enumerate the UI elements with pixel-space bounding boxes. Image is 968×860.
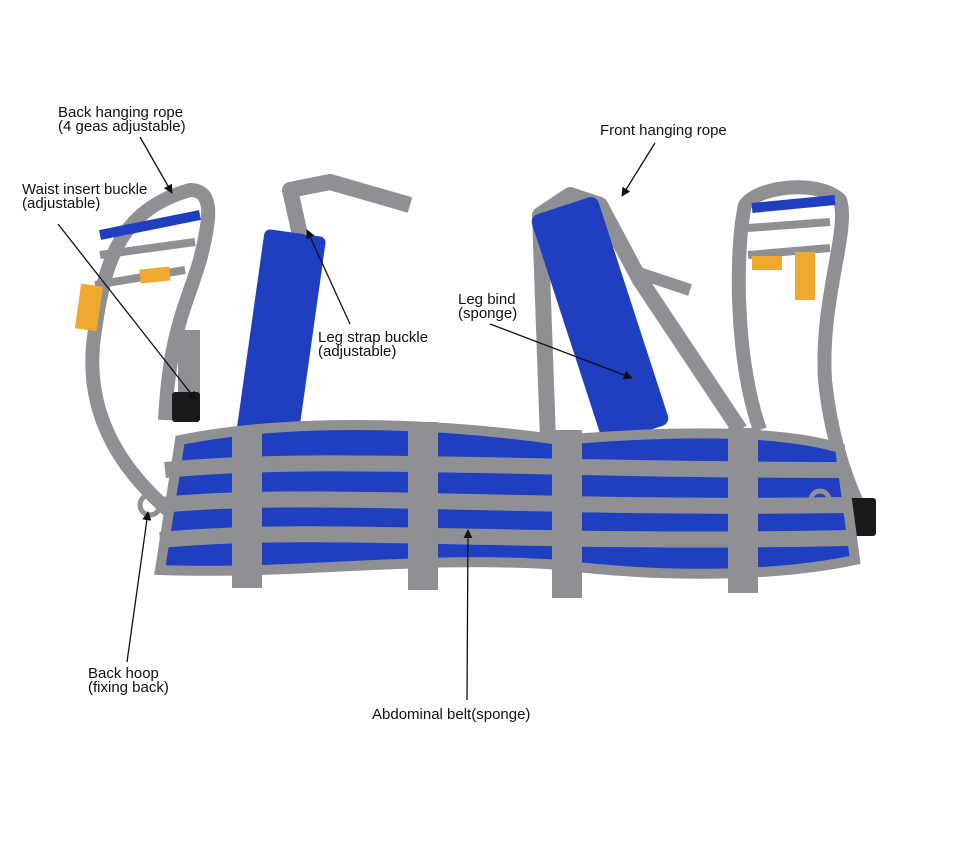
label-leg-bind: Leg bind (sponge): [458, 291, 518, 322]
label-front-hanging-rope: Front hanging rope: [600, 122, 727, 139]
label-abdominal-belt: Abdominal belt(sponge): [372, 706, 531, 723]
label-back-hanging-rope: Back hanging rope (4 geas adjustable): [58, 104, 186, 135]
leg-bind-right: [531, 187, 747, 443]
label-waist-insert-buckle: Waist insert buckle (adjustable): [22, 181, 148, 212]
leg-strap-left: [236, 174, 413, 445]
abdominal-belt: [137, 420, 861, 598]
label-back-hoop: Back hoop (fixing back): [88, 665, 169, 696]
callout-lines: [57, 136, 656, 701]
label-leg-strap-buckle: Leg strap buckle (adjustable): [318, 329, 429, 360]
back-hanging-rope-right: [731, 180, 876, 536]
back-hanging-rope-left: [74, 183, 216, 526]
